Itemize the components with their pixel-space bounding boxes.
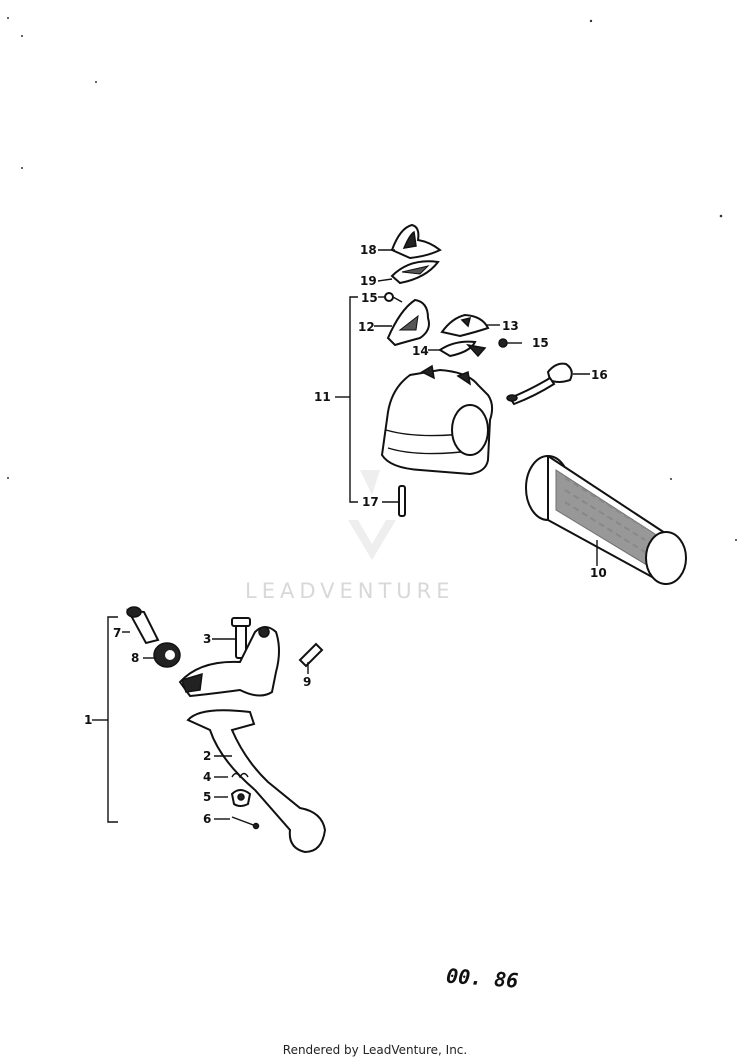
watermark-text: LEADVENTURE [245,579,455,603]
callout-6: 6 [203,812,211,826]
part-2-clutch-lever [186,709,327,854]
callout-15-right: 15 [532,336,549,350]
diagram-code: 00. 86 [445,964,519,993]
part-11-switch-housing [380,364,494,476]
callout-8: 8 [131,651,139,665]
part-8-nut [143,642,181,668]
callout-18: 18 [360,243,377,257]
bracket-1 [92,616,118,823]
part-10-grip [525,455,687,585]
part-9-screw [298,642,324,674]
part-13-switch [440,313,500,338]
callout-2: 2 [203,749,211,763]
part-6-pin [214,816,260,830]
part-14-spring [428,340,487,358]
callout-10: 10 [590,566,607,580]
part-15-screw-left [378,292,403,303]
callout-17: 17 [362,495,379,509]
callout-3: 3 [203,632,211,646]
callout-13: 13 [502,319,519,333]
callout-1: 1 [84,713,92,727]
part-19-plate [377,260,440,285]
part-12-cover [374,298,430,347]
callout-11: 11 [314,390,331,404]
bracket-11 [335,296,358,503]
callout-9: 9 [303,675,311,689]
part-17-screw [382,485,406,517]
callout-12: 12 [358,320,375,334]
callout-14: 14 [412,344,429,358]
part-15-screw-right [498,338,522,348]
scan-speckles [7,17,737,541]
callout-7: 7 [113,626,121,640]
callout-5: 5 [203,790,211,804]
callout-16: 16 [591,368,608,382]
footer-credit: Rendered by LeadVenture, Inc. [282,1043,468,1057]
part-5-bushing [214,789,252,807]
part-16-choke-lever [506,362,590,406]
part-3-bolt [212,617,251,659]
lever-holder [178,626,280,698]
part-18-knob [378,223,442,260]
callout-19: 19 [360,274,377,288]
part-7-bolt [122,606,160,645]
watermark-logo [348,470,396,560]
callout-15-left: 15 [361,291,378,305]
part-4-spring [214,772,249,779]
callout-4: 4 [203,770,211,784]
